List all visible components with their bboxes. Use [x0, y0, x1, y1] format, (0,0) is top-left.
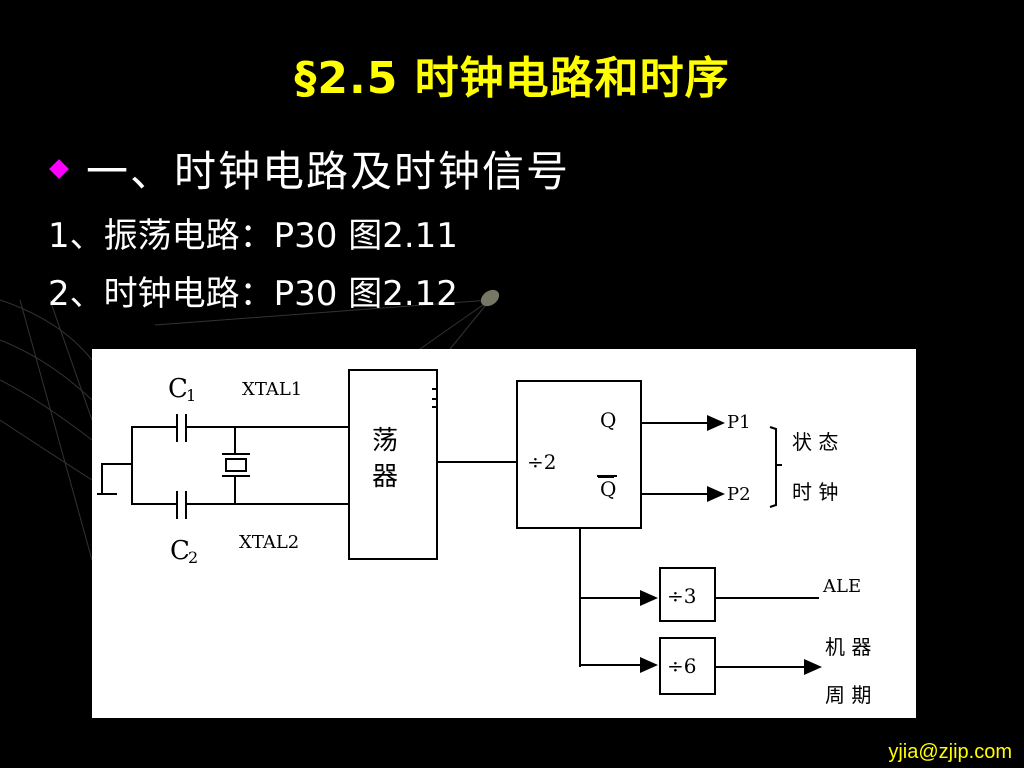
p1-label: P1 [727, 412, 751, 433]
divide-by-6-label: ÷6 [667, 654, 696, 678]
machine-cycle-label-1: 机 器 [825, 635, 871, 659]
list-line-2: 2、时钟电路：P30 图2.12 [48, 274, 458, 314]
bullet-text: 一、时钟电路及时钟信号 [86, 147, 571, 196]
q-bar-output-label: Q [600, 477, 616, 501]
divide-by-3-label: ÷3 [667, 584, 696, 608]
oscillator-label-top: 荡 [372, 426, 398, 456]
phase-clock-label-1: 状 态 [792, 430, 838, 454]
divide-by-2-label: ÷2 [527, 450, 556, 474]
c2-subscript: 2 [188, 548, 198, 567]
diamond-bullet-icon [49, 158, 69, 179]
slide-title: §2.5 时钟电路和时序 [294, 53, 730, 104]
list-line-1: 1、振荡电路：P30 图2.11 [48, 216, 458, 256]
clock-circuit-diagram: C 1 C 2 XTAL1 XTAL2 荡 器 ÷2 Q Q P1 P2 状 态… [92, 349, 916, 718]
lamp-icon [480, 289, 500, 307]
c1-subscript: 1 [186, 386, 196, 405]
p2-label: P2 [727, 484, 751, 505]
phase-clock-label-2: 时 钟 [792, 480, 838, 504]
c1-label: C [168, 374, 188, 404]
machine-cycle-label-2: 周 期 [825, 683, 871, 707]
oscillator-label-bottom: 器 [372, 462, 398, 492]
c2-label: C [170, 536, 190, 566]
bullet-item: 一、时钟电路及时钟信号 [48, 138, 570, 199]
xtal2-label: XTAL2 [239, 532, 299, 553]
ale-label: ALE [822, 576, 861, 597]
xtal1-label: XTAL1 [242, 379, 302, 400]
footer-email: yjia@zjip.com [888, 741, 1012, 763]
q-output-label: Q [600, 408, 616, 432]
